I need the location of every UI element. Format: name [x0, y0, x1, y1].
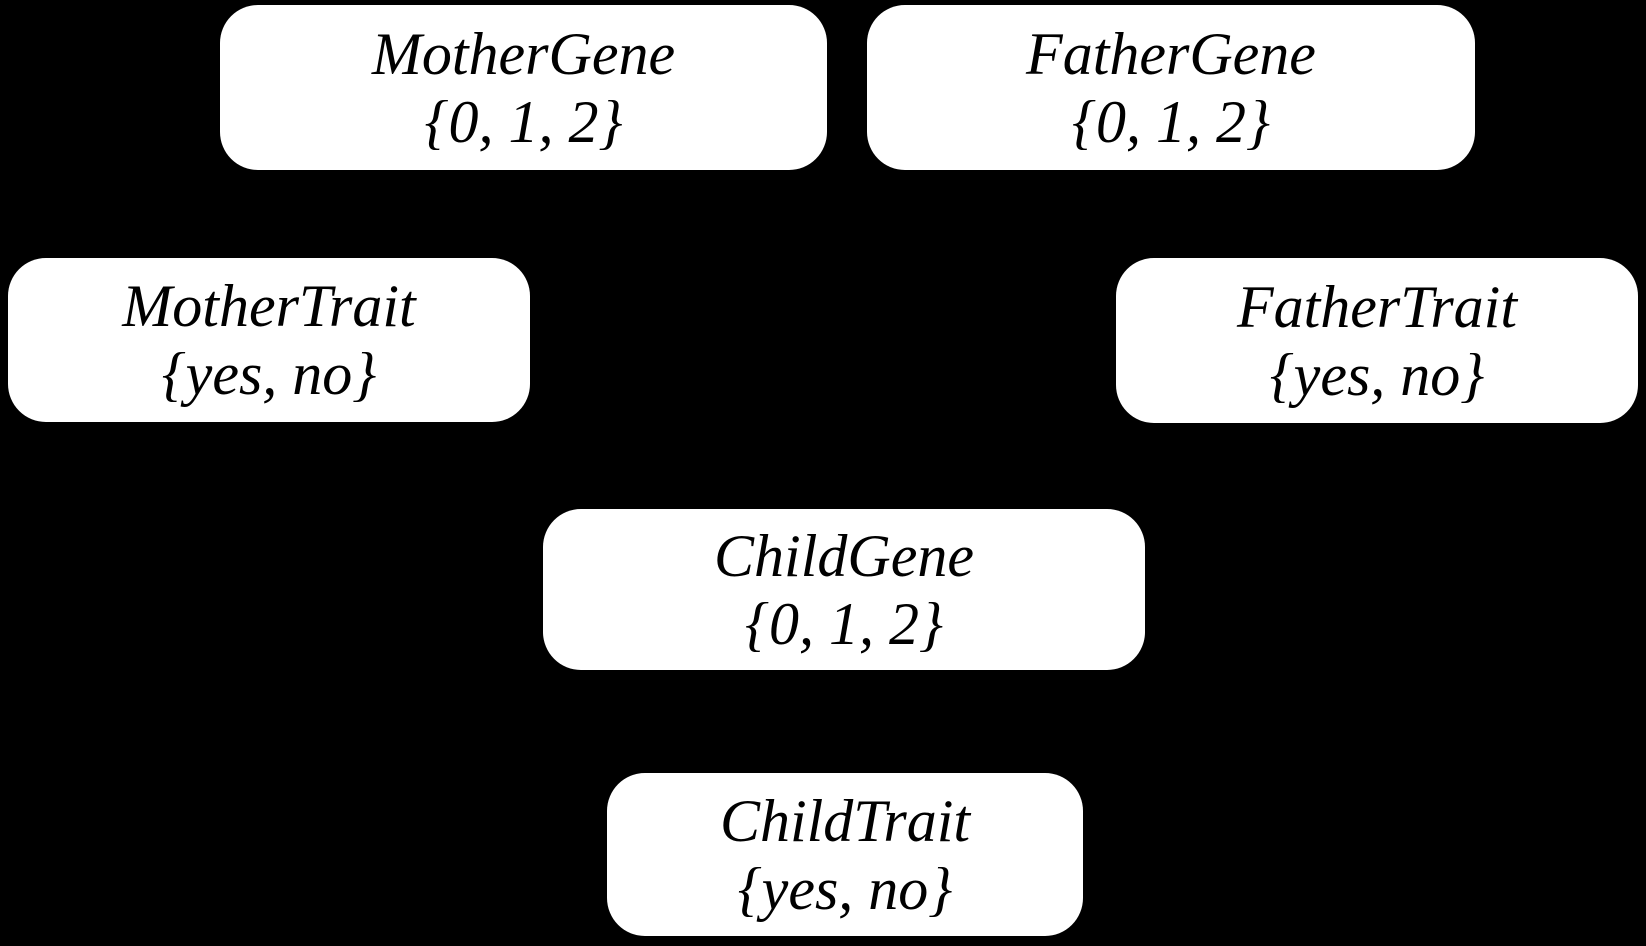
- child-trait-values: {yes, no}: [737, 855, 953, 922]
- node-child-trait: ChildTrait {yes, no}: [607, 773, 1083, 936]
- mother-gene-values: {0, 1, 2}: [424, 88, 623, 155]
- father-gene-label: FatherGene: [1026, 20, 1316, 87]
- node-mother-trait: MotherTrait {yes, no}: [8, 258, 530, 422]
- mother-gene-label: MotherGene: [371, 20, 676, 87]
- node-child-gene: ChildGene {0, 1, 2}: [543, 509, 1145, 670]
- node-mother-gene: MotherGene {0, 1, 2}: [220, 5, 827, 170]
- child-gene-values: {0, 1, 2}: [745, 590, 943, 657]
- node-father-trait: FatherTrait {yes, no}: [1116, 258, 1638, 423]
- father-trait-label: FatherTrait: [1236, 273, 1518, 340]
- mother-trait-label: MotherTrait: [122, 273, 416, 339]
- node-father-gene: FatherGene {0, 1, 2}: [867, 5, 1475, 170]
- child-trait-label: ChildTrait: [719, 787, 971, 854]
- father-trait-values: {yes, no}: [1269, 341, 1485, 408]
- mother-trait-values: {yes, no}: [161, 341, 377, 407]
- child-gene-label: ChildGene: [714, 522, 974, 589]
- father-gene-values: {0, 1, 2}: [1072, 88, 1270, 155]
